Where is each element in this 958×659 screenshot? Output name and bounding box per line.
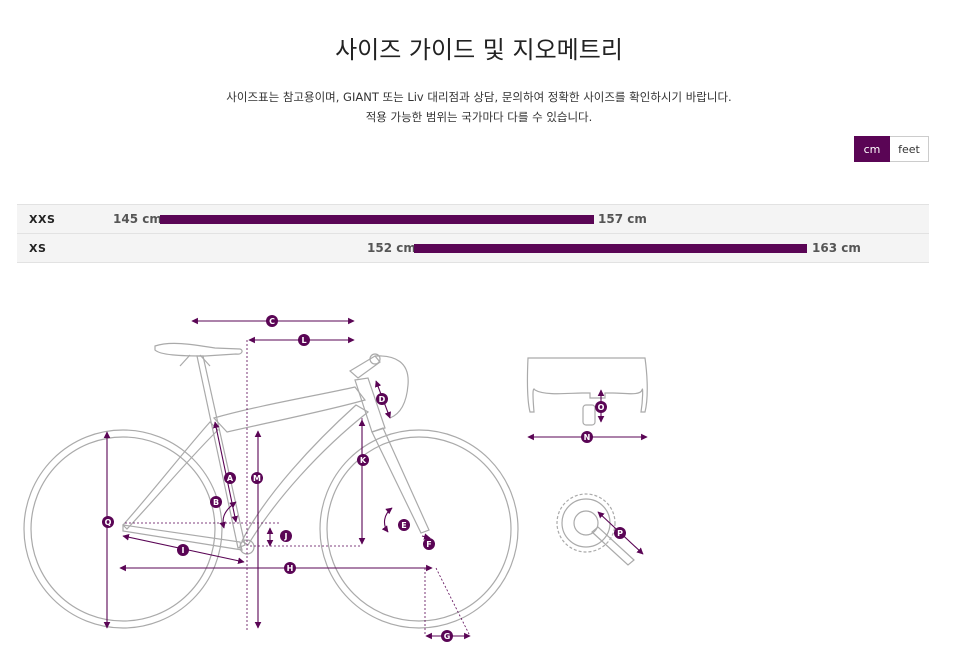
svg-text:G: G <box>444 632 451 641</box>
svg-text:D: D <box>379 395 386 404</box>
description-line-1: 사이즈표는 참고용이며, GIANT 또는 Liv 대리점과 상담, 문의하여 … <box>226 90 732 104</box>
badge-j <box>280 530 292 542</box>
svg-text:P: P <box>617 529 623 538</box>
range-max: 163 cm <box>812 241 861 255</box>
geometry-badges: C L D K A M B Q E J F I H G O N P <box>102 315 626 642</box>
size-row-xxs: XXS 145 cm 157 cm <box>17 204 929 234</box>
badge-b <box>210 496 222 508</box>
badge-k <box>357 454 369 466</box>
range-max: 157 cm <box>598 212 647 226</box>
description-line-2: 적용 가능한 범위는 국가마다 다를 수 있습니다. <box>365 110 593 124</box>
badge-o <box>595 401 607 413</box>
badge-h <box>284 562 296 574</box>
badge-f <box>423 538 435 550</box>
page-title: 사이즈 가이드 및 지오메트리 <box>335 36 623 64</box>
measure-guides <box>125 340 471 637</box>
range-min: 145 cm <box>113 212 162 226</box>
svg-text:F: F <box>426 540 431 549</box>
bike-outline <box>23 342 519 629</box>
svg-text:O: O <box>598 403 605 412</box>
geometry-diagram: C L D K A M B Q E J F I H G O N P <box>23 315 648 642</box>
svg-text:K: K <box>360 456 367 465</box>
unit-cm-button[interactable]: cm <box>854 136 890 162</box>
badge-i <box>177 544 189 556</box>
unit-toggle: cm feet <box>854 136 929 162</box>
badge-l <box>298 334 310 346</box>
svg-text:M: M <box>253 474 261 483</box>
measure-arrows <box>103 317 471 640</box>
badge-a <box>224 472 236 484</box>
badge-d <box>376 393 388 405</box>
range-min: 152 cm <box>367 241 416 255</box>
badge-e <box>398 519 410 531</box>
badge-c <box>266 315 278 327</box>
badge-p <box>614 527 626 539</box>
size-row-xs: XS 152 cm 163 cm <box>17 234 929 263</box>
svg-text:H: H <box>287 564 294 573</box>
badge-n <box>581 431 593 443</box>
svg-text:E: E <box>401 521 406 530</box>
svg-text:I: I <box>182 546 185 555</box>
size-label: XXS <box>29 213 56 226</box>
handlebar-arrows <box>527 389 648 441</box>
height-range-bar <box>414 244 807 253</box>
badge-g <box>441 630 453 642</box>
svg-text:A: A <box>227 474 234 483</box>
svg-text:N: N <box>584 433 591 442</box>
unit-feet-button[interactable]: feet <box>890 136 929 162</box>
badge-q <box>102 516 114 528</box>
svg-text:L: L <box>301 336 306 345</box>
size-label: XS <box>29 242 47 255</box>
badge-m <box>251 472 263 484</box>
svg-text:C: C <box>269 317 275 326</box>
svg-text:Q: Q <box>105 518 112 527</box>
svg-text:J: J <box>284 532 288 541</box>
svg-text:B: B <box>213 498 219 507</box>
handlebar-front-view <box>526 357 648 426</box>
size-range-table: XXS 145 cm 157 cm XS 152 cm 163 cm <box>17 204 929 263</box>
height-range-bar <box>160 215 594 224</box>
